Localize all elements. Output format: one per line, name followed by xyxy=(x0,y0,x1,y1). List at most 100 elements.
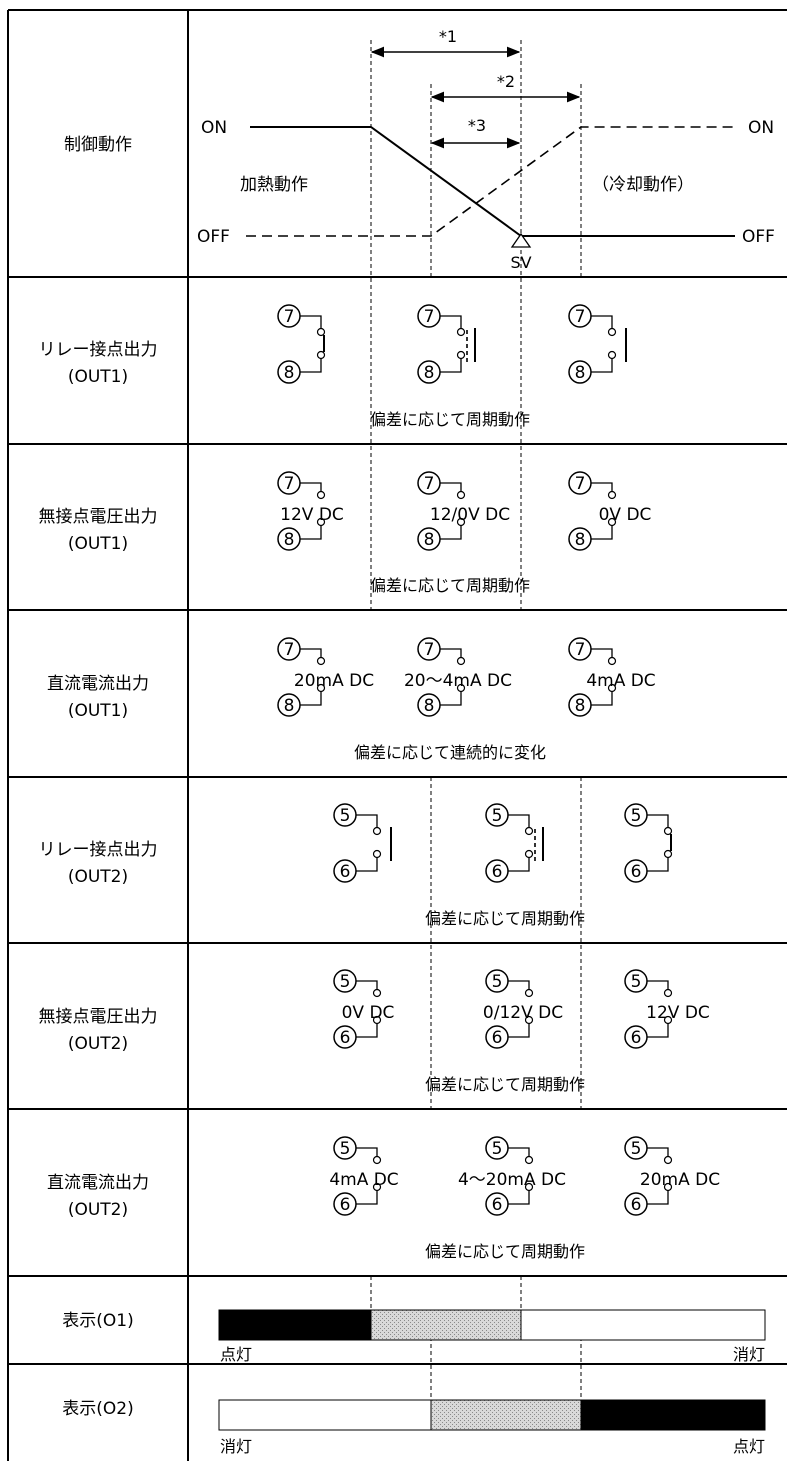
control-graph: *1 *2 *3 ON ON OFF OFF 加熱動作 （冷却動作） SV xyxy=(197,27,775,272)
note-1: *1 xyxy=(439,27,457,46)
terminal-label: 7 xyxy=(284,640,295,660)
terminal-label: 7 xyxy=(424,640,435,660)
out1-volt-a: 12V DC xyxy=(280,505,344,525)
terminal-label: 6 xyxy=(340,1028,351,1048)
caption-out2-ssr: 偏差に応じて周期動作 xyxy=(425,1075,585,1094)
terminal-label: 6 xyxy=(631,1195,642,1215)
out2-ssr-b: 56 xyxy=(485,969,534,1049)
terminal-label: 8 xyxy=(284,363,295,383)
row-label-out1-ssr-sub: (OUT1) xyxy=(68,534,128,554)
out2-relay-cycle: 56 xyxy=(485,803,544,883)
terminal-label: 6 xyxy=(492,1195,503,1215)
row-label-display-o2: 表示(O2) xyxy=(62,1399,133,1419)
out2-curr-b: 4～20mA DC xyxy=(458,1170,566,1190)
cooling-curve xyxy=(246,126,735,237)
terminal-label: 5 xyxy=(492,972,503,992)
row-labels: 制御動作 リレー接点出力 (OUT1) 無接点電圧出力 (OUT1) 直流電流出… xyxy=(39,135,158,1419)
note-2: *2 xyxy=(497,72,515,91)
cooling-label: （冷却動作） xyxy=(592,175,694,195)
row-label-out1-relay: リレー接点出力 xyxy=(39,340,158,360)
out2-curr-c: 20mA DC xyxy=(640,1170,720,1190)
terminal-label: 5 xyxy=(631,1139,642,1159)
o1-lit: 点灯 xyxy=(220,1345,252,1364)
heating-label: 加熱動作 xyxy=(240,175,308,195)
caption-out1-ssr: 偏差に応じて周期動作 xyxy=(370,576,530,595)
out2-volt-b: 0/12V DC xyxy=(483,1003,563,1023)
captions: 偏差に応じて周期動作 偏差に応じて周期動作 偏差に応じて連続的に変化 偏差に応じ… xyxy=(280,410,720,1261)
terminal-label: 5 xyxy=(492,806,503,826)
out2-relay-off: 56 xyxy=(333,803,392,883)
caption-out2-relay: 偏差に応じて周期動作 xyxy=(425,909,585,928)
guide-lines xyxy=(370,40,582,1400)
out2-volt-c: 12V DC xyxy=(646,1003,710,1023)
o1-unlit: 消灯 xyxy=(733,1345,765,1364)
row-label-out1-current-sub: (OUT1) xyxy=(68,701,128,721)
out1-cur-b: 78 xyxy=(417,637,466,717)
terminal-label: 8 xyxy=(284,530,295,550)
caption-out1-current: 偏差に応じて連続的に変化 xyxy=(354,743,546,762)
heating-curve xyxy=(250,126,735,237)
out1-relay-on: 78 xyxy=(277,304,326,384)
out1-cur-c: 78 xyxy=(568,637,617,717)
terminal-label: 6 xyxy=(492,862,503,882)
terminal-label: 8 xyxy=(424,530,435,550)
out1-relay-off: 78 xyxy=(568,304,627,384)
o2-unlit: 消灯 xyxy=(220,1437,252,1456)
row-label-out2-current: 直流電流出力 xyxy=(47,1173,149,1193)
o2-lit: 点灯 xyxy=(733,1437,765,1456)
row-label-out2-relay-sub: (OUT2) xyxy=(68,867,128,887)
terminal-label: 7 xyxy=(575,640,586,660)
out2-curr-a: 4mA DC xyxy=(329,1170,398,1190)
terminal-label: 5 xyxy=(631,806,642,826)
terminal-label: 5 xyxy=(631,972,642,992)
note-3: *3 xyxy=(468,116,486,135)
row-label-control: 制御動作 xyxy=(64,135,132,155)
off-right-label: OFF xyxy=(742,227,775,247)
terminal-label: 6 xyxy=(340,1195,351,1215)
terminal-label: 8 xyxy=(424,363,435,383)
row-label-out1-ssr: 無接点電圧出力 xyxy=(39,507,158,527)
terminal-label: 5 xyxy=(492,1139,503,1159)
row-label-out1-relay-sub: (OUT1) xyxy=(68,367,128,387)
terminal-label: 7 xyxy=(424,474,435,494)
table-frame xyxy=(7,9,787,1461)
sv-label: SV xyxy=(510,253,531,272)
terminal-label: 7 xyxy=(424,307,435,327)
terminal-label: 7 xyxy=(284,307,295,327)
out1-volt-b: 12/0V DC xyxy=(430,505,510,525)
sv-triangle-icon xyxy=(510,232,532,248)
on-left-label: ON xyxy=(201,118,227,138)
out1-ssr-c: 78 xyxy=(568,471,617,551)
out1-curr-a: 20mA DC xyxy=(294,671,374,691)
out1-curr-c: 4mA DC xyxy=(586,671,655,691)
out1-relay-cycle: 78 xyxy=(417,304,476,384)
terminal-label: 6 xyxy=(492,1028,503,1048)
display-o2: 消灯 点灯 xyxy=(218,1399,766,1456)
display-o1: 点灯 消灯 xyxy=(218,1309,766,1364)
terminal-label: 5 xyxy=(340,806,351,826)
out2-ssr-a: 56 xyxy=(333,969,382,1049)
terminal-label: 7 xyxy=(284,474,295,494)
terminal-label: 8 xyxy=(575,696,586,716)
out2-cur-b: 56 xyxy=(485,1136,534,1216)
terminal-label: 5 xyxy=(340,1139,351,1159)
row-label-out1-current: 直流電流出力 xyxy=(47,674,149,694)
off-left-label: OFF xyxy=(197,227,230,247)
out2-cur-c: 56 xyxy=(624,1136,673,1216)
terminal-label: 8 xyxy=(575,530,586,550)
terminal-label: 7 xyxy=(575,307,586,327)
terminal-label: 8 xyxy=(284,696,295,716)
out2-volt-a: 0V DC xyxy=(342,1003,395,1023)
row-label-out2-current-sub: (OUT2) xyxy=(68,1200,128,1220)
out2-relay-on: 56 xyxy=(624,803,673,883)
row-label-out2-ssr: 無接点電圧出力 xyxy=(39,1007,158,1027)
terminal-label: 7 xyxy=(575,474,586,494)
terminal-label: 6 xyxy=(340,862,351,882)
out2-ssr-c: 56 xyxy=(624,969,673,1049)
terminal-label: 5 xyxy=(340,972,351,992)
row-label-out2-relay: リレー接点出力 xyxy=(39,840,158,860)
row-label-out2-ssr-sub: (OUT2) xyxy=(68,1034,128,1054)
